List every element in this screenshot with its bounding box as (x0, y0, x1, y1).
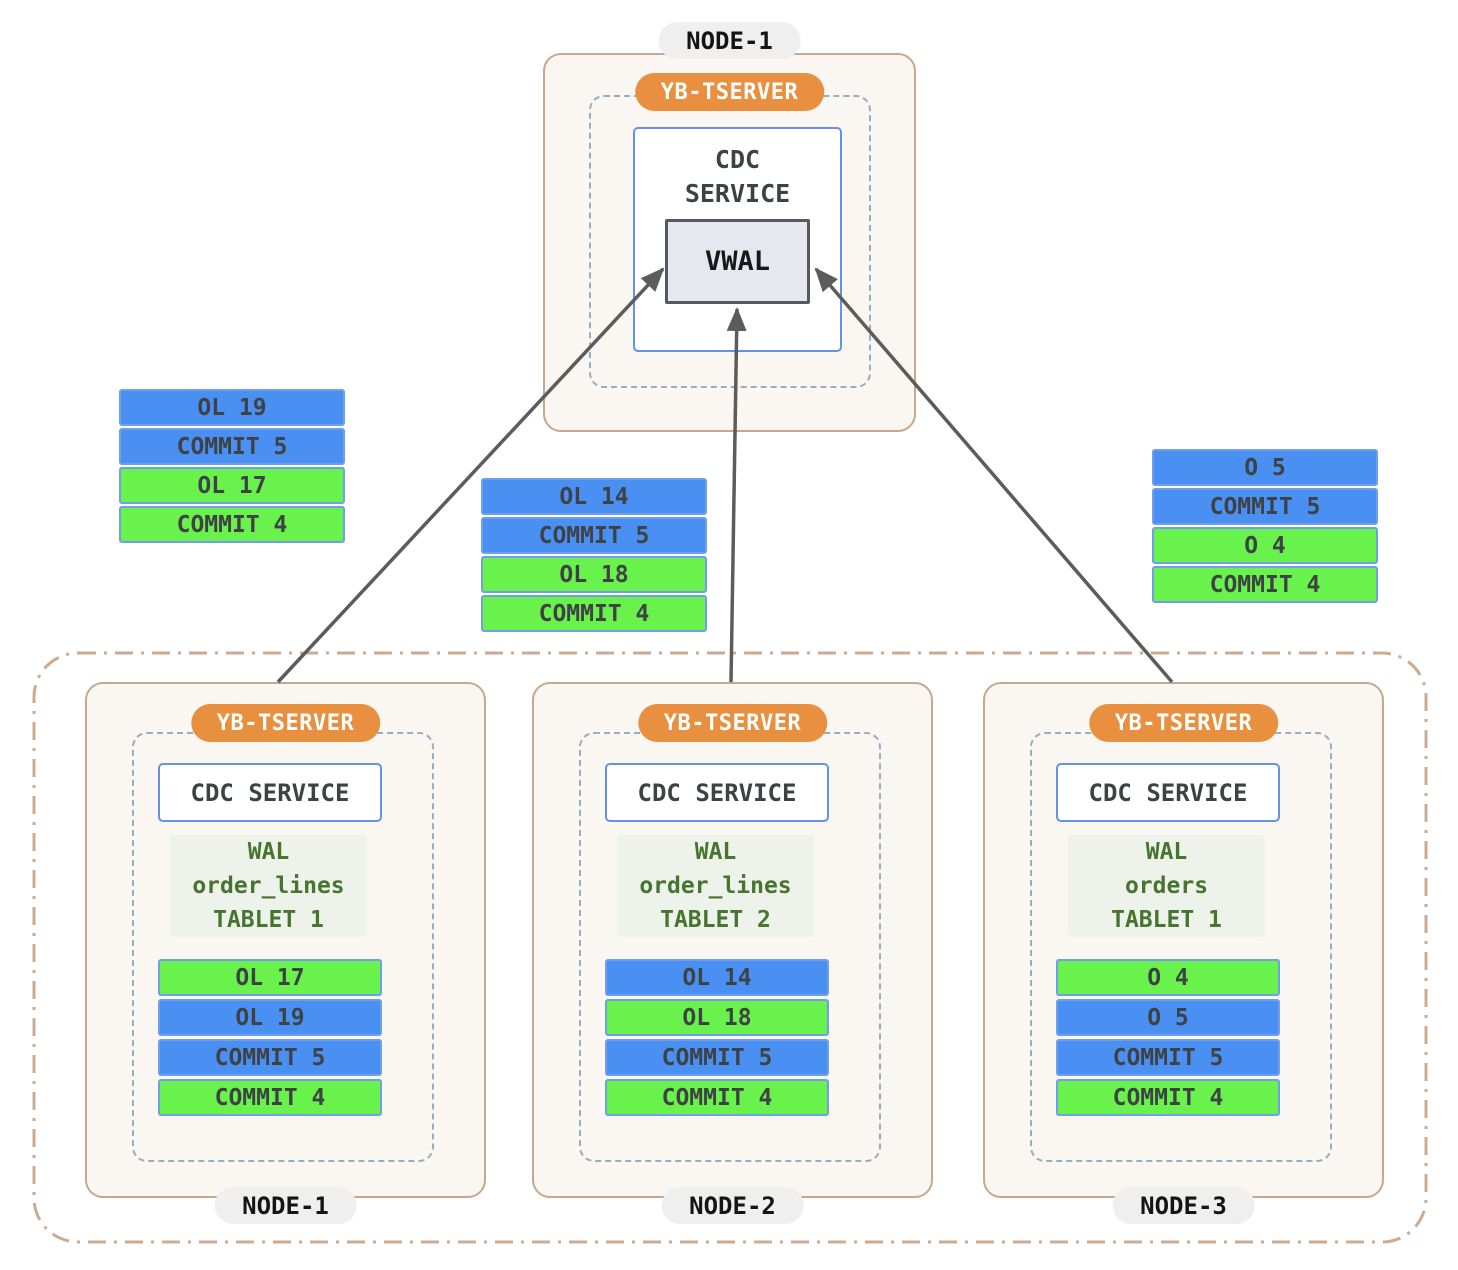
wal-entry: COMMIT 4 (119, 506, 345, 543)
tserver-badge: YB-TSERVER (190, 704, 381, 742)
cdc-service-box: CDC SERVICE (158, 763, 382, 822)
wal-entry: COMMIT 5 (605, 1039, 829, 1076)
vwal-box: VWAL (665, 219, 810, 304)
cdc-service-box: CDC SERVICE (1056, 763, 1280, 822)
wal-entry: OL 19 (119, 389, 345, 426)
wal-entry: OL 18 (605, 999, 829, 1036)
wal-entries: O 4 O 5 COMMIT 5 COMMIT 4 (1056, 959, 1280, 1116)
top-cdc-service-label: CDC SERVICE (684, 145, 791, 208)
floating-stack-right: O 5 COMMIT 5 O 4 COMMIT 4 (1152, 449, 1378, 603)
wal-line: order_lines (639, 873, 792, 899)
wal-entry: OL 14 (605, 959, 829, 996)
wal-line: TABLET 1 (213, 907, 324, 933)
wal-entry: COMMIT 5 (158, 1039, 382, 1076)
wal-line: WAL (1145, 839, 1188, 865)
floating-stack-middle: OL 14 COMMIT 5 OL 18 COMMIT 4 (481, 478, 707, 632)
wal-entry: COMMIT 4 (1056, 1079, 1280, 1116)
wal-entry: O 5 (1056, 999, 1280, 1036)
wal-entries: OL 14 OL 18 COMMIT 5 COMMIT 4 (605, 959, 829, 1116)
wal-entry: OL 19 (158, 999, 382, 1036)
top-tserver-badge: YB-TSERVER (634, 73, 825, 111)
node-badge: NODE-1 (214, 1187, 357, 1224)
wal-line: WAL (247, 839, 290, 865)
wal-tablet-box: WAL order_lines TABLET 2 (617, 835, 814, 937)
wal-line: orders (1124, 873, 1209, 899)
wal-entry: OL 14 (481, 478, 707, 515)
node-badge: NODE-2 (661, 1187, 804, 1224)
wal-entry: O 4 (1056, 959, 1280, 996)
wal-entry: COMMIT 5 (1152, 488, 1378, 525)
wal-line: WAL (694, 839, 737, 865)
wal-line: TABLET 2 (660, 907, 771, 933)
wal-entry: O 4 (1152, 527, 1378, 564)
wal-tablet-box: WAL order_lines TABLET 1 (170, 835, 367, 937)
wal-entry: OL 18 (481, 556, 707, 593)
cluster-node-3: YB-TSERVER CDC SERVICE WAL orders TABLET… (983, 682, 1384, 1224)
wal-entry: COMMIT 5 (119, 428, 345, 465)
wal-line: TABLET 1 (1111, 907, 1222, 933)
wal-entry: O 5 (1152, 449, 1378, 486)
wal-entries: OL 17 OL 19 COMMIT 5 COMMIT 4 (158, 959, 382, 1116)
wal-entry: COMMIT 4 (605, 1079, 829, 1116)
wal-entry: COMMIT 4 (158, 1079, 382, 1116)
top-node-badge: NODE-1 (658, 22, 801, 59)
wal-tablet-box: WAL orders TABLET 1 (1068, 835, 1265, 937)
tserver-badge: YB-TSERVER (637, 704, 828, 742)
wal-line: order_lines (192, 873, 345, 899)
wal-entry: COMMIT 4 (481, 595, 707, 632)
cdc-service-label: CDC SERVICE (190, 778, 350, 807)
cdc-service-label: CDC SERVICE (637, 778, 797, 807)
wal-entry: COMMIT 4 (1152, 566, 1378, 603)
top-node-container: NODE-1 YB-TSERVER CDC SERVICE VWAL (543, 22, 916, 432)
cluster-node-2: YB-TSERVER CDC SERVICE WAL order_lines T… (532, 682, 933, 1224)
cdc-service-label: CDC SERVICE (1088, 778, 1248, 807)
top-cdc-service-box: CDC SERVICE VWAL (633, 127, 842, 352)
wal-entry: COMMIT 5 (1056, 1039, 1280, 1076)
tserver-badge: YB-TSERVER (1088, 704, 1279, 742)
wal-entry: OL 17 (158, 959, 382, 996)
wal-entry: OL 17 (119, 467, 345, 504)
cluster-node-1: YB-TSERVER CDC SERVICE WAL order_lines T… (85, 682, 486, 1224)
node-badge: NODE-3 (1112, 1187, 1255, 1224)
floating-stack-left: OL 19 COMMIT 5 OL 17 COMMIT 4 (119, 389, 345, 543)
cdc-service-box: CDC SERVICE (605, 763, 829, 822)
wal-entry: COMMIT 5 (481, 517, 707, 554)
